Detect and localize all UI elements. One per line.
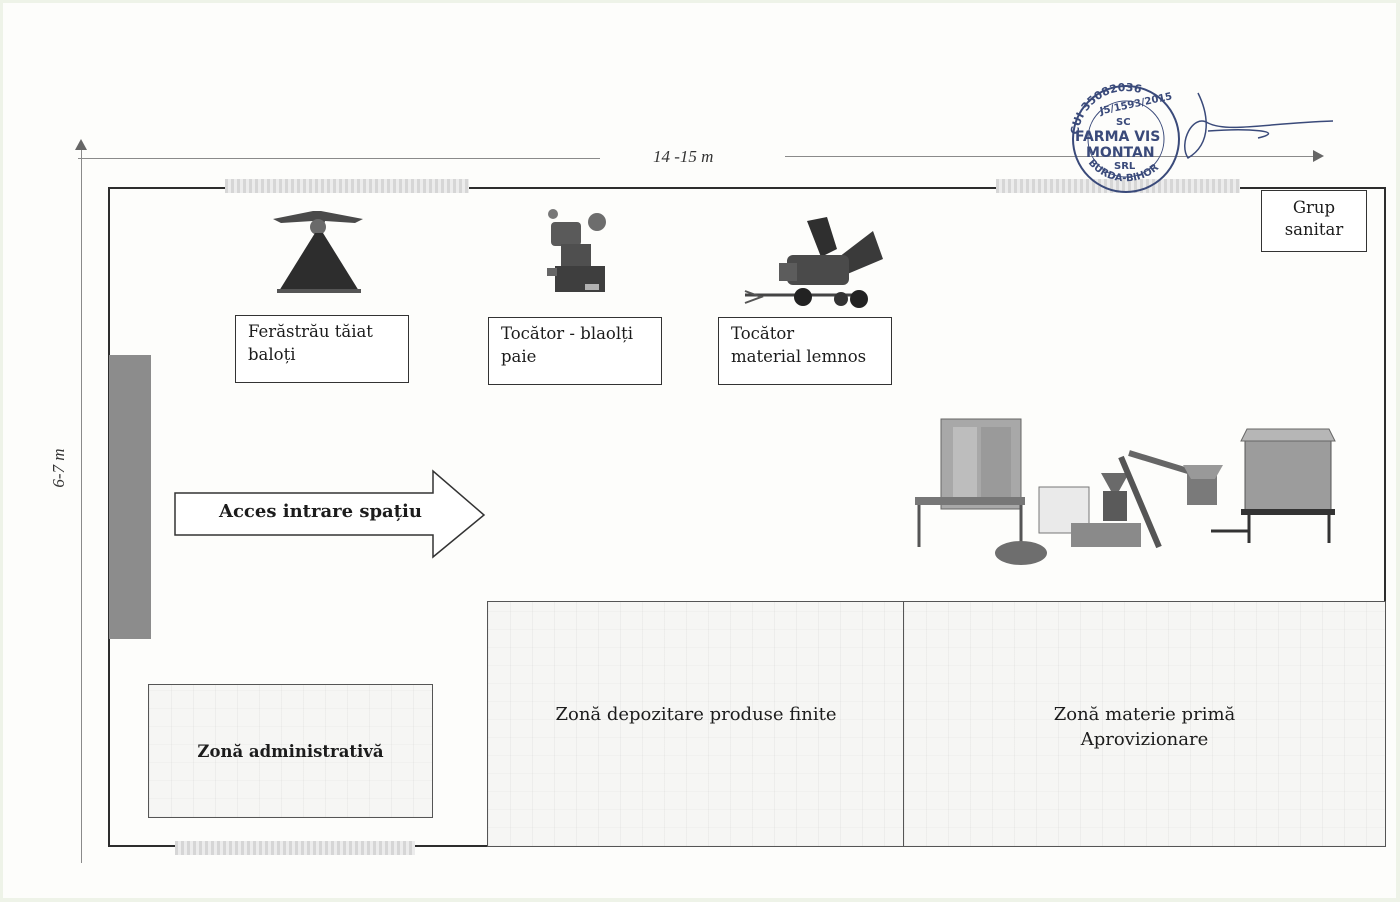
window-bottom-left — [175, 841, 415, 855]
saw-label-line2: baloți — [248, 345, 296, 364]
stamp-srl-text: SRL — [1114, 161, 1136, 172]
saw-machine-icon — [273, 211, 363, 293]
width-dimension-line-right — [785, 156, 1315, 157]
shredder-label-line2: paie — [501, 347, 537, 366]
stamp-name1-text: FARMA VIS — [1075, 129, 1160, 145]
stamp-sc-text: SC — [1116, 117, 1131, 128]
height-dimension-line — [81, 145, 82, 863]
zone-finished-products-label: Zonă depozitare produse finite — [555, 704, 837, 725]
shredder-label-line1: Tocător - blaolți — [501, 324, 634, 343]
straw-shredder-icon — [547, 209, 606, 292]
equipment-label-saw: Ferăstrău tăiat baloți — [235, 315, 409, 383]
stamp-name2-text: MONTAN — [1086, 145, 1155, 161]
height-arrow-icon — [75, 139, 87, 150]
signature-icon — [1184, 92, 1334, 160]
height-dimension-label: 6-7 m — [49, 448, 68, 488]
width-dimension-label: 14 -15 m — [653, 147, 714, 166]
entrance-door — [109, 355, 151, 639]
grup-sanitar-line1: Grup — [1292, 198, 1336, 217]
grup-sanitar-box: Grup sanitar — [1261, 190, 1367, 252]
grup-sanitar-line2: sanitar — [1284, 220, 1344, 239]
saw-label-line1: Ferăstrău tăiat — [248, 322, 373, 341]
chipper-label-line2: material lemnos — [731, 347, 867, 366]
chipper-label-line1: Tocător — [731, 324, 795, 343]
company-stamp: CUI 35082036 J5/1593/2015 SC FARMA VIS M… — [1068, 83, 1334, 193]
width-dimension-line-left — [78, 158, 600, 159]
access-arrow — [174, 469, 486, 559]
processing-line-icon — [915, 418, 1336, 565]
zone-finished-products: Zonă depozitare produse finite — [487, 601, 905, 847]
zone-administrative: Zonă administrativă — [148, 684, 433, 818]
window-top-right — [996, 179, 1240, 193]
access-arrow-label: Acces intrare spațiu — [219, 501, 422, 522]
floor-plan-page: 14 -15 m 6-7 m CUI 35082036 J5/1593/2015… — [3, 3, 1396, 898]
zone-raw-material: Zonă materie primă Aprovizionare — [903, 601, 1386, 847]
equipment-label-shredder: Tocător - blaolți paie — [488, 317, 662, 385]
equipment-label-chipper: Tocător material lemnos — [718, 317, 892, 385]
zone-administrative-label: Zonă administrativă — [197, 741, 384, 761]
width-arrow-icon — [1313, 150, 1324, 162]
zone-raw-material-line2: Aprovizionare — [1080, 729, 1209, 750]
wood-chipper-icon — [744, 217, 883, 308]
window-top-left — [225, 179, 469, 193]
zone-raw-material-line1: Zonă materie primă — [1053, 704, 1236, 725]
